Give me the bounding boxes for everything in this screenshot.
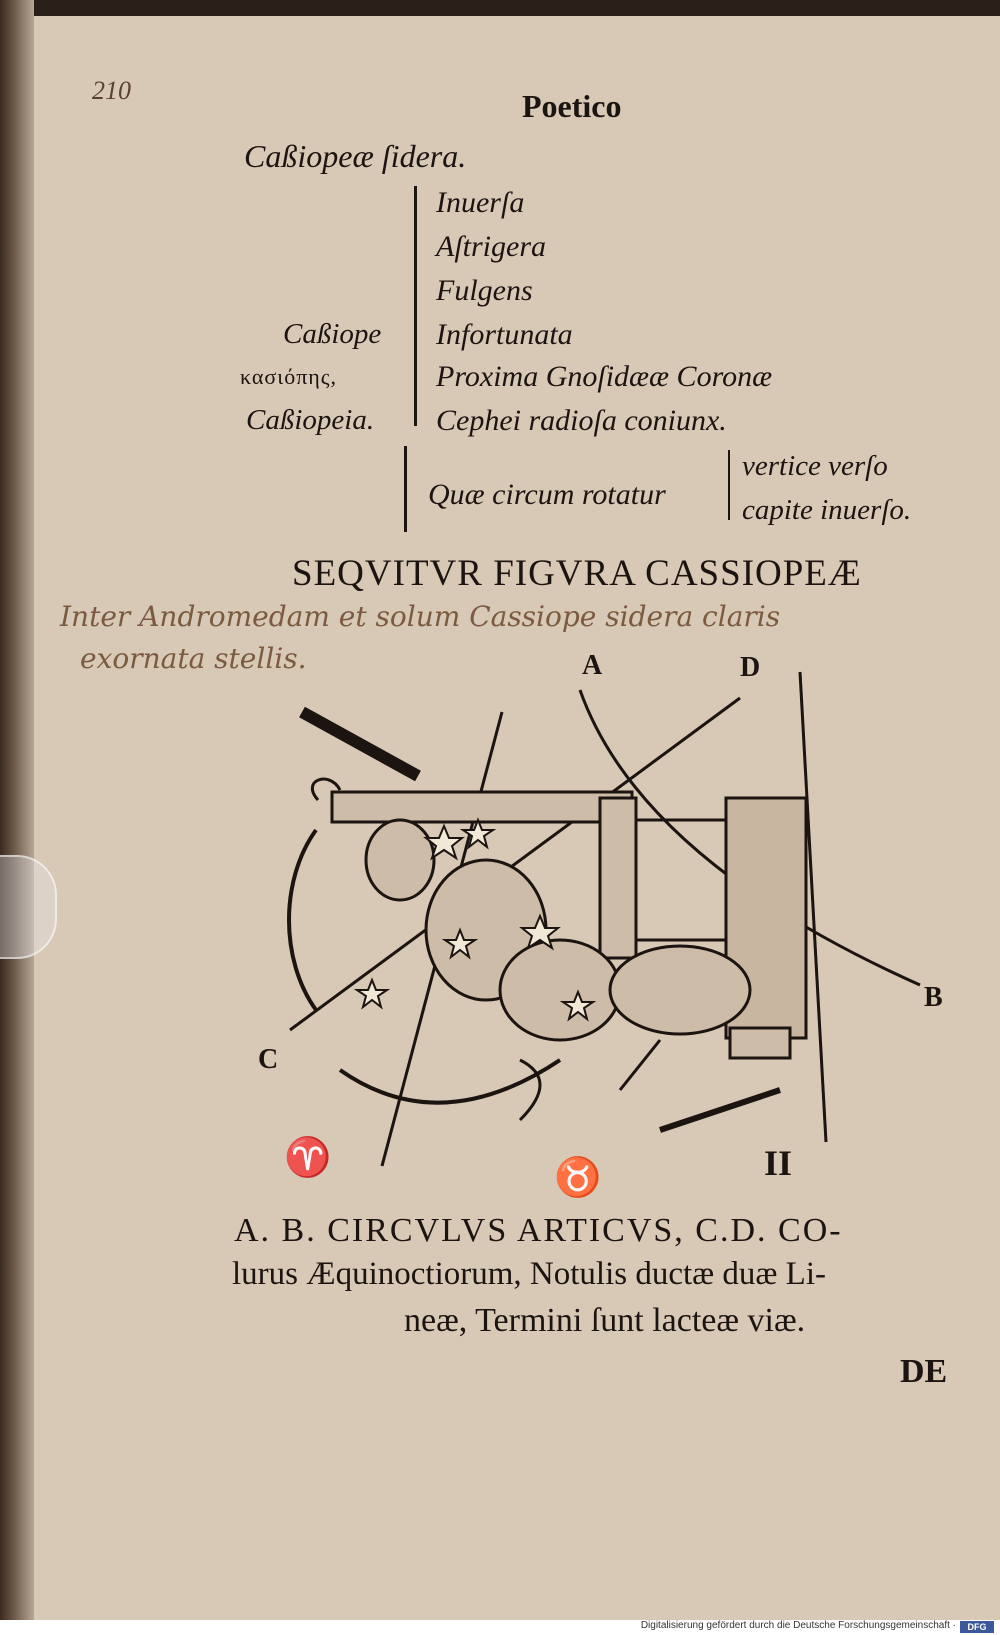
handwritten-note: exornata stellis. xyxy=(80,642,307,675)
dfg-logo: DFG xyxy=(960,1621,994,1633)
book-spine xyxy=(0,0,34,1620)
section-heading: Caßiopeæ ſidera. xyxy=(244,138,467,174)
cassiopeia-figure xyxy=(338,818,781,1133)
epithet-item: Infortunata xyxy=(436,318,573,351)
epithet-item: Inuerſa xyxy=(436,186,525,219)
name-greek: κασιόπης, xyxy=(240,364,338,389)
rotation-option: vertice verſo xyxy=(742,450,888,482)
rotation-label: Quæ circum rotatur xyxy=(428,478,666,511)
brace-rotation xyxy=(728,450,730,520)
aries-symbol: ♈ xyxy=(284,1137,332,1179)
footer-bar xyxy=(0,1620,1000,1635)
epithet-item: Cephei radioſa coniunx. xyxy=(436,404,727,437)
stars xyxy=(353,817,597,1022)
scepter xyxy=(299,706,421,782)
brace-main xyxy=(414,186,417,426)
epithet-item: Proxima Gnoſidææ Coronæ xyxy=(436,360,773,393)
epithet-item: Aſtrigera xyxy=(436,230,546,263)
figure-label-a: A xyxy=(582,650,603,681)
digitization-credit: Digitalisierung gefördert durch die Deut… xyxy=(640,1620,956,1631)
name-latin: Caßiope xyxy=(283,318,382,350)
rotation-option: capite inuerſo. xyxy=(742,494,912,526)
figure-title: SEQVITVR FIGVRA CASSIOPEÆ xyxy=(292,553,862,594)
colure-line xyxy=(289,696,741,1032)
gemini-symbol: II xyxy=(764,1143,793,1183)
folio-number: 210 xyxy=(92,76,131,105)
figure-label-c: C xyxy=(258,1044,279,1075)
handwritten-note: Inter Andromedam et solum Cassiope sider… xyxy=(60,600,781,633)
caption-line: neæ, Termini ſunt lacteæ viæ. xyxy=(404,1302,806,1339)
caption-line: lurus Æquinoctiorum, Notulis ductæ duæ L… xyxy=(232,1256,826,1292)
scan-top-edge xyxy=(0,0,1000,16)
caption-line: A. B. CIRCVLVS ARTICVS, C.D. CO- xyxy=(234,1212,843,1249)
figure-label-d: D xyxy=(740,652,761,683)
figure-label-b: B xyxy=(924,982,943,1013)
milky-way-border-right xyxy=(798,671,828,1143)
catchword: DE xyxy=(900,1353,948,1390)
arctic-circle-line xyxy=(578,689,921,987)
name-alt: Caßiopeia. xyxy=(246,404,375,436)
epithet-item: Fulgens xyxy=(436,274,533,307)
running-head: Poetico xyxy=(522,88,622,124)
taurus-symbol: ♉ xyxy=(554,1157,602,1199)
brace-lower xyxy=(404,446,407,532)
